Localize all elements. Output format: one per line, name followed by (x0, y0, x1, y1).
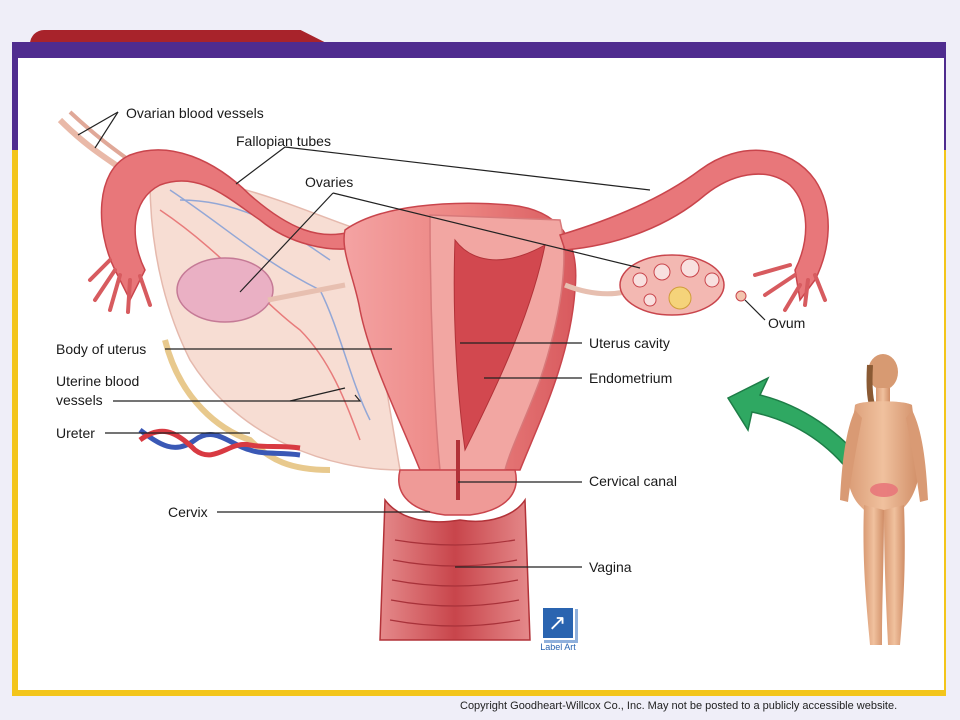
vagina (379, 497, 531, 641)
leader-lines (77, 111, 766, 568)
label-uterus-cavity: Uterus cavity (589, 335, 670, 351)
label-cervical-canal: Cervical canal (589, 473, 677, 489)
label-cervix: Cervix (168, 504, 208, 520)
vaginal-rugae (389, 539, 521, 627)
label-fallopian-tubes: Fallopian tubes (236, 133, 331, 149)
label-ovarian-blood-vessels: Ovarian blood vessels (126, 105, 264, 121)
human-figure (840, 354, 928, 645)
label-art-button[interactable]: ↗ Label Art (534, 606, 582, 652)
label-vagina: Vagina (589, 559, 632, 575)
label-ovaries: Ovaries (305, 174, 354, 190)
label-uterine-blood-vessels-1: Uterine blood (56, 373, 140, 389)
green-arrow (726, 376, 872, 476)
ovarian-follicles (632, 258, 720, 310)
ovum (735, 290, 747, 302)
label-endometrium: Endometrium (589, 370, 673, 386)
uterus-cavity (453, 238, 546, 452)
ovary-left (176, 257, 274, 323)
copyright-notice: Copyright Goodheart-Willcox Co., Inc. Ma… (460, 700, 898, 712)
ureter (162, 339, 331, 473)
ovarian-ligament-left (267, 282, 346, 303)
fimbriae-left (88, 258, 152, 314)
label-art-text: Label Art (540, 642, 576, 652)
label-ureter: Ureter (56, 425, 95, 441)
fimbriae-right (753, 263, 827, 312)
uterine-blood-vessels (138, 427, 301, 458)
label-body-of-uterus: Body of uterus (56, 341, 147, 357)
label-ovum: Ovum (768, 315, 806, 331)
label-uterine-blood-vessels-2: vessels (56, 392, 103, 408)
arrow-up-right-icon: ↗ (541, 606, 575, 640)
